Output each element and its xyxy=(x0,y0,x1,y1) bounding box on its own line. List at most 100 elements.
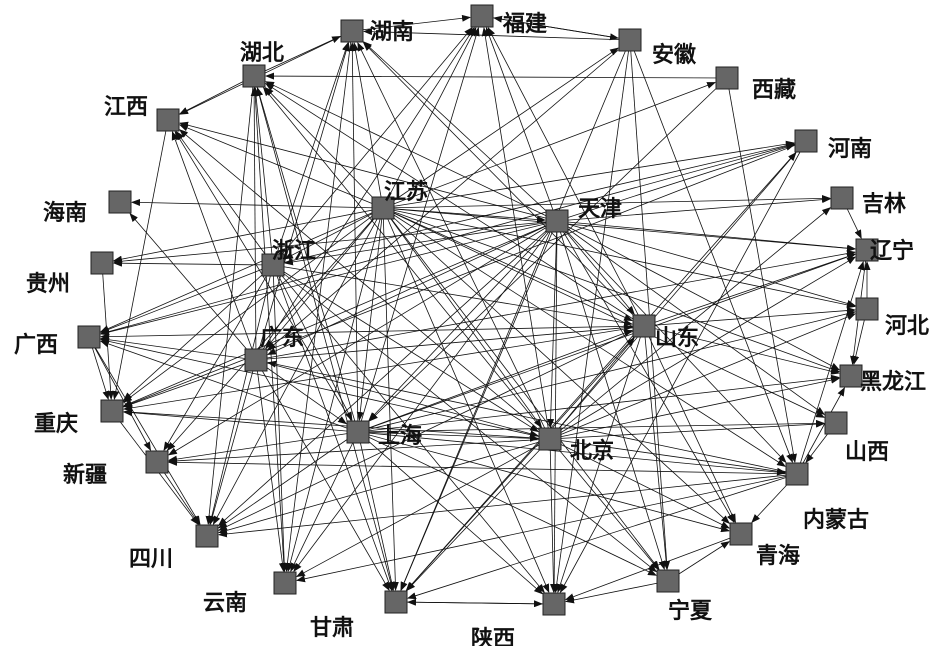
node-box-heilongjiang xyxy=(839,364,863,388)
edge-shanghai-to-shaanxi xyxy=(357,431,543,595)
edge-guangdong-to-jiangxi xyxy=(171,130,257,361)
edge-guangdong-to-shanghai xyxy=(255,359,348,425)
edge-xizang-to-neimenggu xyxy=(726,77,797,463)
edge-neimenggu-to-guangdong xyxy=(267,360,798,475)
node-label-yunnan: 云南 xyxy=(203,591,247,616)
edge-anhui-to-ningxia xyxy=(629,39,671,570)
edge-shanghai-to-chongqing xyxy=(122,409,359,433)
node-shanghai: 上海 xyxy=(346,420,422,449)
node-box-hunan xyxy=(340,19,364,43)
edge-tianjin-to-guangxi xyxy=(99,220,558,336)
edge-shanghai-to-guangxi xyxy=(99,340,359,433)
edge-xizang-to-hubei xyxy=(265,72,728,80)
edge-fujian-to-anhui xyxy=(481,15,619,41)
node-hunan: 湖南 xyxy=(340,19,414,45)
edge-shanghai-to-yunnan xyxy=(290,431,359,572)
edge-guangdong-to-yunnan xyxy=(255,359,286,573)
edges-layer xyxy=(88,14,871,608)
edge-shanghai-to-beijing xyxy=(357,431,540,442)
edge-zhejiang-to-yunnan xyxy=(272,264,288,573)
node-henan: 河南 xyxy=(794,129,872,162)
edge-jiangsu-to-yunnan xyxy=(286,207,384,572)
edge-shandong-to-liaoning xyxy=(643,253,857,327)
node-label-hebei: 河北 xyxy=(885,314,929,339)
edge-tianjin-to-heilongjiang xyxy=(556,220,841,371)
edge-shandong-to-hebei xyxy=(643,307,856,327)
edge-beijing-to-sichuan xyxy=(218,438,551,534)
edge-tianjin-to-hubei xyxy=(265,81,558,222)
node-label-fujian: 福建 xyxy=(502,12,547,37)
edge-tianjin-to-shaanxi xyxy=(550,220,558,594)
edge-tianjin-to-beijing xyxy=(547,220,558,429)
edge-hubei-to-jiangxi xyxy=(178,75,255,115)
edge-shanghai-to-sichuan xyxy=(217,431,359,529)
edge-guangdong-to-hainan xyxy=(129,213,257,361)
node-box-neimenggu xyxy=(785,462,809,486)
edge-zhejiang-to-shanghai xyxy=(272,264,353,421)
edge-beijing-to-hebei xyxy=(549,313,856,440)
node-box-tianjin xyxy=(545,209,569,233)
edge-guangdong-to-sichuan xyxy=(209,359,257,525)
edge-beijing-to-liaoning xyxy=(549,256,856,440)
edge-shandong-to-fujian xyxy=(487,26,645,327)
node-label-beijing: 北京 xyxy=(570,438,614,464)
edge-beijing-to-heilongjiang xyxy=(549,376,840,440)
node-box-shandong xyxy=(632,314,656,338)
edge-jiangsu-to-liaoning xyxy=(382,207,856,252)
edge-neimenggu-to-gansu xyxy=(406,473,798,600)
node-guangxi: 广西 xyxy=(14,325,101,358)
edge-shandong-to-heilongjiang xyxy=(643,325,840,375)
edge-guangdong-to-hubei xyxy=(250,87,258,361)
node-box-fujian xyxy=(470,4,494,28)
node-xinjiang: 新疆 xyxy=(63,450,169,488)
edge-guangdong-to-chongqing xyxy=(122,359,257,408)
node-label-xinjiang: 新疆 xyxy=(63,462,107,488)
edge-neimenggu-to-heilongjiang xyxy=(796,386,845,475)
node-label-xizang: 西藏 xyxy=(752,78,796,103)
node-label-jilin: 吉林 xyxy=(862,191,906,217)
edge-tianjin-to-sichuan xyxy=(218,220,558,527)
node-label-shanxi: 山西 xyxy=(845,440,889,465)
edge-beijing-to-yunnan xyxy=(296,438,551,578)
edge-guangxi-to-xinjiang xyxy=(88,336,152,452)
edge-shandong-to-hunan xyxy=(362,42,645,327)
edge-jiangsu-to-shanxi xyxy=(382,207,825,418)
node-box-chongqing xyxy=(100,399,124,423)
edge-tianjin-to-hebei xyxy=(556,220,857,307)
node-box-liaoning xyxy=(855,238,879,262)
edge-shandong-to-sichuan xyxy=(218,325,645,531)
node-yunnan: 云南 xyxy=(203,571,297,616)
edge-guangdong-to-shandong xyxy=(255,324,634,361)
node-neimenggu: 内蒙古 xyxy=(785,462,869,533)
node-label-jiangsu: 江苏 xyxy=(384,179,428,205)
edge-hunan-to-yunnan xyxy=(283,30,353,572)
node-jilin: 吉林 xyxy=(830,186,906,217)
edge-zhejiang-to-hunan xyxy=(272,41,349,266)
node-ningxia: 宁夏 xyxy=(656,569,713,624)
edge-anhui-to-hunan xyxy=(363,28,631,41)
edge-guangdong-to-beijing xyxy=(255,359,539,438)
edge-jiangsu-to-fujian xyxy=(382,27,477,209)
edge-jiangsu-to-ningxia xyxy=(382,207,660,570)
edge-neimenggu-to-liaoning xyxy=(796,260,865,475)
edge-hubei-to-sichuan xyxy=(205,75,255,526)
edge-zhejiang-to-shandong xyxy=(272,264,633,327)
node-label-guangxi: 广西 xyxy=(14,332,58,358)
node-label-zhejiang: 浙江 xyxy=(272,239,316,264)
node-chongqing: 重庆 xyxy=(34,399,124,437)
node-box-guizhou xyxy=(90,251,114,275)
edge-shandong-to-hubei xyxy=(265,83,645,327)
edge-shandong-to-guangxi xyxy=(99,325,645,341)
edge-jiangsu-to-chongqing xyxy=(122,207,384,403)
edge-zhejiang-to-fujian xyxy=(272,27,473,266)
edge-hunan-to-jiangxi xyxy=(179,30,353,115)
node-fujian: 福建 xyxy=(470,4,547,37)
node-label-chongqing: 重庆 xyxy=(34,411,78,437)
node-gansu: 甘肃 xyxy=(310,590,408,641)
edge-anhui-to-shaanxi xyxy=(553,39,631,594)
node-label-ningxia: 宁夏 xyxy=(668,598,713,624)
edge-ningxia-to-shaanxi xyxy=(564,580,669,604)
node-label-hunan: 湖南 xyxy=(370,20,414,45)
edge-jiangsu-to-henan xyxy=(382,140,796,209)
